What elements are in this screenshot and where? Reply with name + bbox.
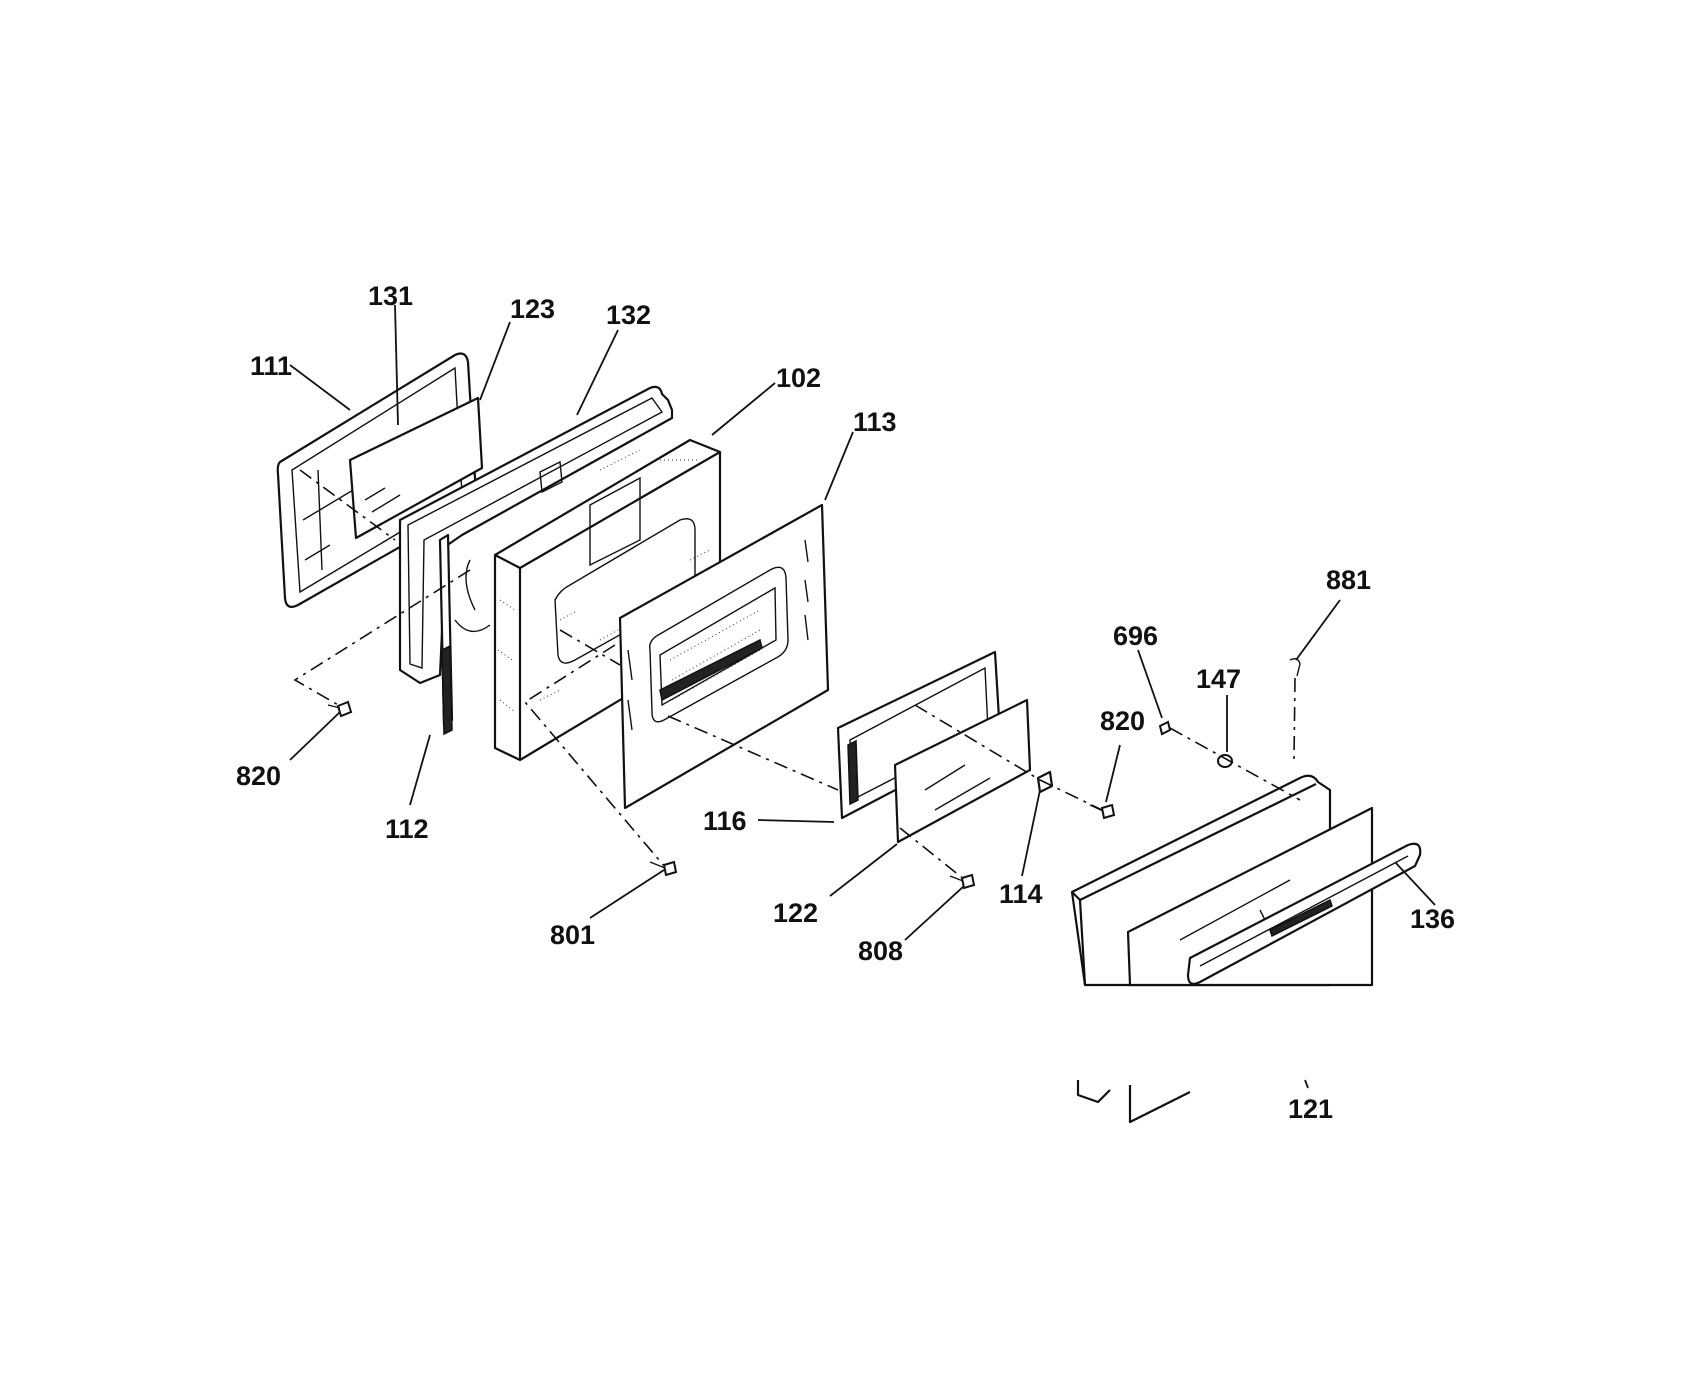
callout-808: 808 bbox=[858, 936, 903, 966]
callout-136: 136 bbox=[1410, 904, 1455, 934]
callouts: 131 123 132 111 102 113 881 696 147 820 … bbox=[236, 281, 1455, 1124]
callout-123: 123 bbox=[510, 294, 555, 324]
callout-114: 114 bbox=[999, 879, 1043, 909]
part-696-spacer bbox=[1158, 720, 1172, 736]
callout-132: 132 bbox=[606, 300, 651, 330]
leader-lines bbox=[289, 304, 1436, 1089]
callout-820-right: 820 bbox=[1100, 706, 1145, 736]
part-131-inner-glass bbox=[348, 396, 484, 540]
part-122-window-glass bbox=[893, 698, 1032, 844]
screw-820-right bbox=[1089, 803, 1116, 820]
part-881-screw bbox=[1289, 657, 1301, 677]
callout-801: 801 bbox=[550, 920, 595, 950]
callout-102: 102 bbox=[776, 363, 821, 393]
callout-820-left: 820 bbox=[236, 761, 281, 791]
callout-131: 131 bbox=[368, 281, 413, 311]
part-132-insulation-frame bbox=[438, 533, 491, 736]
callout-881: 881 bbox=[1326, 565, 1371, 595]
screw-820-left bbox=[327, 700, 353, 718]
part-136-door-handle bbox=[1186, 842, 1422, 985]
callout-147: 147 bbox=[1196, 664, 1241, 694]
callout-112: 112 bbox=[385, 814, 429, 844]
screw-808 bbox=[949, 873, 976, 890]
callout-121: 121 bbox=[1288, 1094, 1333, 1124]
callout-696: 696 bbox=[1113, 621, 1158, 651]
callout-111: 111 bbox=[250, 351, 292, 381]
screw-801 bbox=[649, 860, 678, 877]
part-113-door-inner-panel bbox=[618, 503, 830, 810]
part-147-washer bbox=[1217, 754, 1233, 768]
callout-113: 113 bbox=[853, 407, 897, 437]
callout-122: 122 bbox=[773, 898, 818, 928]
callout-116: 116 bbox=[703, 806, 747, 836]
alignment-lines bbox=[293, 469, 1301, 881]
